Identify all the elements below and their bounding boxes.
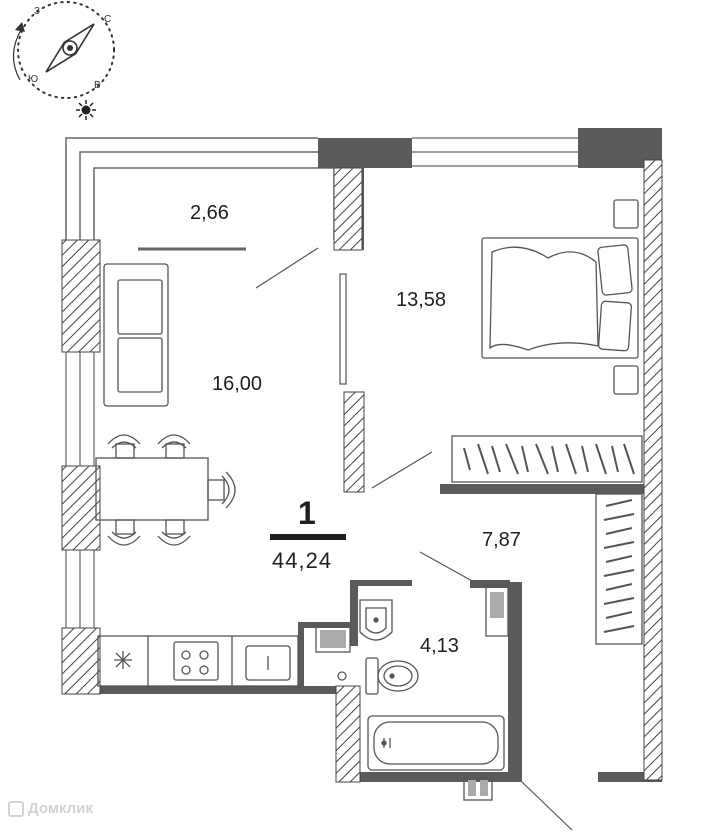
total-area: 44,24 xyxy=(272,548,332,573)
window-west-lower xyxy=(65,550,95,628)
sun-icon xyxy=(76,100,96,120)
bedroom-door-swing xyxy=(371,451,433,489)
entrance-door-swing xyxy=(521,781,573,831)
window-north xyxy=(412,137,578,167)
meter xyxy=(463,777,493,801)
compass-east: В xyxy=(94,80,101,91)
apartment-summary: 1 44,24 xyxy=(270,495,346,573)
watermark-text: Домклик xyxy=(28,800,93,817)
washing-machine xyxy=(315,625,351,653)
wardrobe-bedroom xyxy=(451,435,643,483)
compass: З С Ю В xyxy=(12,1,115,120)
washbasin-icon xyxy=(359,599,393,641)
compass-south: Ю xyxy=(28,74,38,85)
dining-set xyxy=(95,434,236,546)
bed xyxy=(481,199,639,395)
hatched-walls xyxy=(61,159,663,783)
sink-icon xyxy=(245,645,291,681)
compass-west: З xyxy=(34,6,40,17)
drain xyxy=(337,671,347,681)
fridge-icon xyxy=(114,651,132,669)
kitchen-counter xyxy=(97,635,299,687)
balcony xyxy=(65,137,335,251)
nightstand xyxy=(613,199,639,229)
bathtub-icon xyxy=(367,715,505,771)
bathroom-door-swing xyxy=(419,551,475,583)
toilet-icon xyxy=(365,657,419,695)
wardrobe-hallway xyxy=(595,493,643,645)
balcony-door-swing xyxy=(255,247,319,289)
doors xyxy=(255,247,573,831)
living-kitchen-area: 16,00 xyxy=(212,373,262,395)
compass-needle xyxy=(45,23,95,73)
stove-icon xyxy=(173,641,219,681)
watermark: Домклик xyxy=(8,800,93,817)
compass-north: С xyxy=(104,14,111,25)
hallway-area: 7,87 xyxy=(482,529,521,551)
dining-table xyxy=(95,457,209,521)
bathroom-fixtures xyxy=(315,585,509,801)
watermark-logo-icon xyxy=(8,800,24,817)
summary-divider xyxy=(270,534,346,540)
balcony-area: 2,66 xyxy=(190,202,229,224)
bathroom-area: 4,13 xyxy=(420,635,459,657)
sofa xyxy=(103,263,169,407)
bedroom-area: 13,58 xyxy=(396,289,446,311)
shaft xyxy=(485,585,509,637)
window-west-upper xyxy=(65,352,95,466)
rooms-count: 1 xyxy=(298,495,316,531)
nightstand xyxy=(613,365,639,395)
